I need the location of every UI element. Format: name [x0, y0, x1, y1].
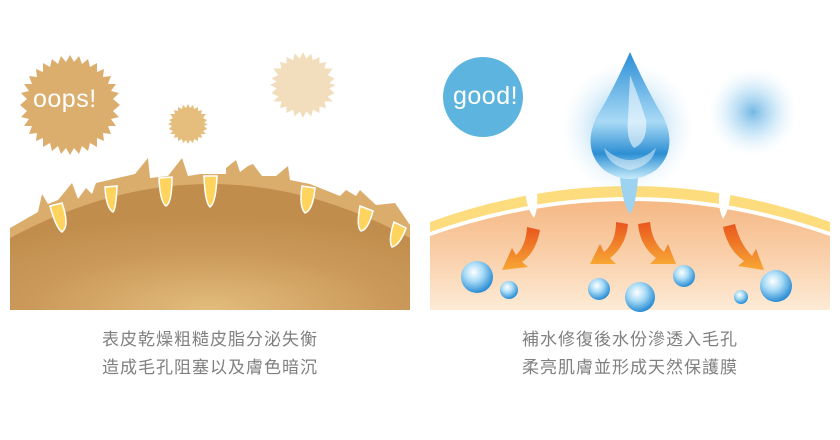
good-badge-shape: [443, 57, 523, 137]
caption-line-1: 表皮乾燥粗糙皮脂分泌失衡: [102, 330, 318, 350]
water-stream: [620, 175, 638, 214]
open-pores: [525, 180, 731, 219]
dry-skin-panel: oops! 表皮乾燥粗糙皮脂分泌失衡 造成毛孔阻塞以及膚色暗沉: [0, 52, 420, 382]
caption-line-1: 補水修復後水份滲透入毛孔: [522, 330, 738, 350]
penetration-arrows: [502, 222, 764, 270]
oops-starburst: [20, 55, 120, 155]
good-circle: [443, 57, 523, 137]
clogged-pores: [49, 175, 407, 248]
oops-badge-shape: [20, 55, 120, 155]
hydrated-skin-caption: 補水修復後水份滲透入毛孔 柔亮肌膚並形成天然保護膜: [420, 326, 840, 382]
dust-particle-large: [270, 52, 336, 118]
skin-body: [10, 184, 410, 310]
dust-particle-small: [168, 104, 208, 144]
hydrated-skin-panel: good! 補水修復後水份滲透入毛孔 柔亮肌膚並形成天然保護膜: [420, 0, 840, 440]
hydrated-skin-illustration: [430, 52, 830, 312]
water-bubbles: [461, 261, 792, 312]
caption-line-2: 柔亮肌膚並形成天然保護膜: [522, 358, 738, 378]
dry-skin-caption: 表皮乾燥粗糙皮脂分泌失衡 造成毛孔阻塞以及膚色暗沉: [0, 326, 420, 382]
moisture-orb: [709, 68, 797, 156]
caption-line-2: 造成毛孔阻塞以及膚色暗沉: [102, 358, 318, 378]
oops-label: oops!: [33, 85, 97, 113]
good-label: good!: [453, 82, 519, 110]
dry-skin-illustration: [10, 158, 410, 310]
